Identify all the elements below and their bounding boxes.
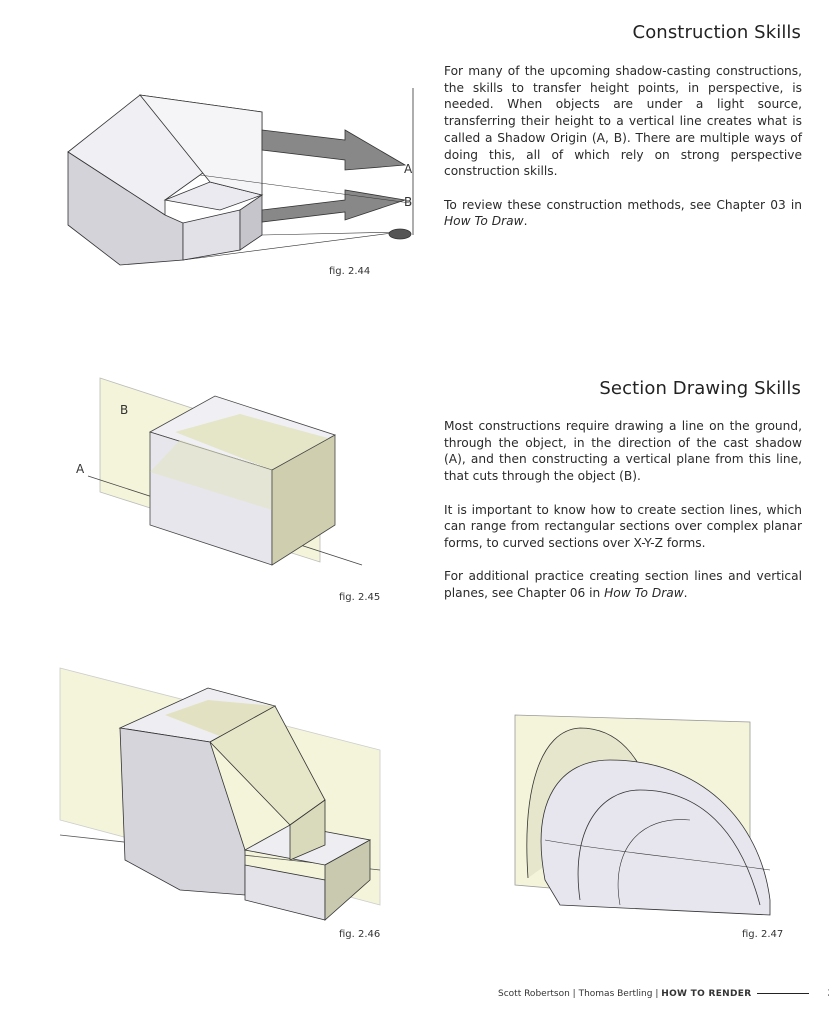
paragraph: For additional practice creating section… <box>444 568 802 601</box>
section-title-section-drawing-skills: Section Drawing Skills <box>599 378 801 399</box>
paragraph: To review these construction methods, se… <box>444 197 802 230</box>
section-drawing-text: Most constructions require drawing a lin… <box>444 418 802 618</box>
book-title: How To Draw <box>444 214 524 229</box>
footer-rule <box>757 993 810 994</box>
fig-2-45-label-b: B <box>120 403 129 417</box>
text: For additional practice creating section… <box>444 569 802 600</box>
fig-2-45-label-a: A <box>76 462 85 476</box>
footer-authors: Scott Robertson | Thomas Bertling | <box>498 989 662 999</box>
fig-2-45-caption: fig. 2.45 <box>339 592 381 603</box>
book-title: How To Draw <box>604 586 684 600</box>
fig-2-45-drawing <box>87 377 363 566</box>
fig-2-47-caption: fig. 2.47 <box>742 929 784 940</box>
footer-book-title: HOW TO RENDER <box>661 989 752 999</box>
paragraph: It is important to know how to create se… <box>444 502 802 550</box>
page-footer: Scott Robertson | Thomas Bertling | HOW … <box>498 988 829 999</box>
fig-2-44-caption: fig. 2.44 <box>329 266 371 277</box>
page-number: 31 <box>827 988 829 999</box>
paragraph: For many of the upcoming shadow-casting … <box>444 64 802 179</box>
fig-2-46-caption: fig. 2.46 <box>339 929 381 940</box>
fig-2-46-drawing <box>59 667 381 921</box>
fig-2-47-drawing <box>514 714 771 916</box>
text: . <box>523 214 528 229</box>
text: . <box>683 586 688 600</box>
fig-2-44-drawing <box>67 88 414 266</box>
fig-2-44-label-a: A <box>404 162 413 176</box>
construction-skills-text: For many of the upcoming shadow-casting … <box>444 63 802 247</box>
section-title-construction-skills: Construction Skills <box>632 22 801 43</box>
text: To review these construction methods, se… <box>444 197 802 212</box>
fig-2-44-label-b: B <box>404 195 413 209</box>
paragraph: Most constructions require drawing a lin… <box>444 419 802 484</box>
